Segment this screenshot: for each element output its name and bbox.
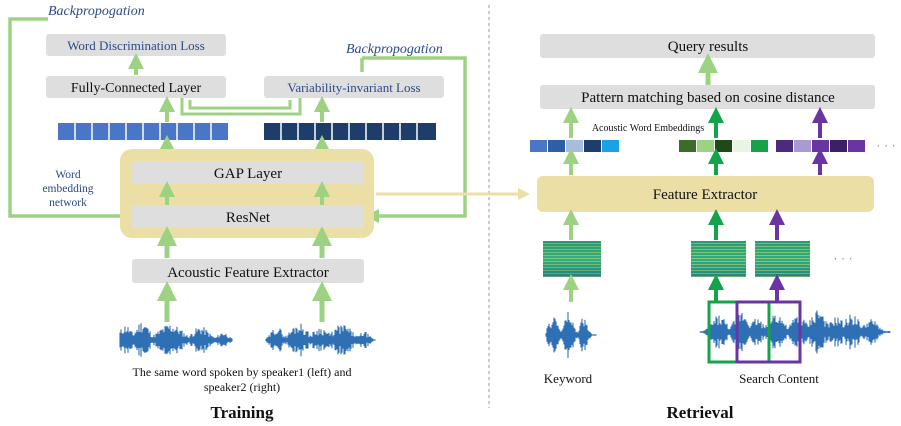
gap-layer-label: GAP Layer	[214, 166, 282, 182]
sliding-window-purple	[735, 300, 802, 364]
spectrogram-keyword-texture	[543, 241, 601, 277]
pattern-matching-box	[540, 85, 875, 109]
backprop-label-left: Backpropogation	[48, 4, 145, 19]
acoustic-feature-extractor-box	[132, 259, 364, 283]
fully-connected-layer-box	[46, 76, 226, 98]
embedding-network-label-line3: network	[49, 197, 87, 209]
wave-train-right-trace	[265, 323, 376, 357]
pattern-matching-label: Pattern matching based on cosine distanc…	[581, 90, 835, 106]
training-caption-line1: The same word spoken by speaker1 (left) …	[133, 365, 352, 379]
acoustic-feature-extractor-label: Acoustic Feature Extractor	[167, 265, 329, 281]
training-caption-line2: speaker2 (right)	[204, 380, 280, 394]
query-results-box	[540, 34, 875, 58]
spectrogram-ellipsis: · · ·	[833, 252, 852, 266]
waveform-search-content	[699, 310, 891, 354]
spectrogram-search-purple-texture	[755, 241, 810, 277]
awe-search-vector-purple	[776, 140, 865, 152]
training-title: Training	[211, 403, 274, 422]
connector-fc-vil-outer	[180, 98, 302, 116]
fully-connected-layer-label: Fully-Connected Layer	[71, 81, 202, 96]
wave-search-trace	[699, 310, 891, 354]
search-content-label: Search Content	[739, 371, 819, 386]
variability-invariant-loss-box	[264, 76, 444, 98]
awe-ellipsis: · · ·	[876, 139, 895, 153]
awe-keyword-vector	[530, 140, 619, 152]
backprop-arrow-right	[362, 56, 467, 223]
awe-search-vector-green	[679, 140, 768, 152]
waveform-speaker1	[119, 323, 233, 357]
gap-layer-box	[132, 161, 364, 184]
connector-fc-vil-inner	[188, 100, 292, 110]
query-results-label: Query results	[668, 39, 749, 55]
waveform-keyword	[545, 312, 597, 358]
wave-train-left-trace	[119, 323, 233, 357]
keyword-label: Keyword	[544, 371, 593, 386]
awe-label: Acoustic Word Embeddings	[592, 123, 704, 134]
embedding-network-label-line1: Word	[55, 169, 81, 181]
resnet-label: ResNet	[226, 210, 271, 226]
word-discrimination-loss-box	[46, 34, 226, 56]
backprop-arrow-left	[8, 17, 139, 223]
waveform-speaker2	[265, 323, 376, 357]
feature-extractor-box	[537, 176, 874, 212]
embedding-vector-left	[58, 123, 228, 140]
wave-keyword-trace	[545, 312, 597, 358]
embedding-vector-right	[264, 123, 436, 140]
feature-extractor-label: Feature Extractor	[653, 187, 758, 203]
embedding-network-label-line2: embedding	[42, 183, 93, 195]
resnet-box	[132, 205, 364, 228]
retrieval-title: Retrieval	[666, 403, 733, 422]
word-discrimination-loss-label: Word Discrimination Loss	[67, 38, 205, 53]
backprop-label-right: Backpropogation	[346, 42, 443, 57]
variability-invariant-loss-label: Variability-invariant Loss	[287, 80, 420, 95]
spectrogram-search-green-texture	[691, 241, 746, 277]
